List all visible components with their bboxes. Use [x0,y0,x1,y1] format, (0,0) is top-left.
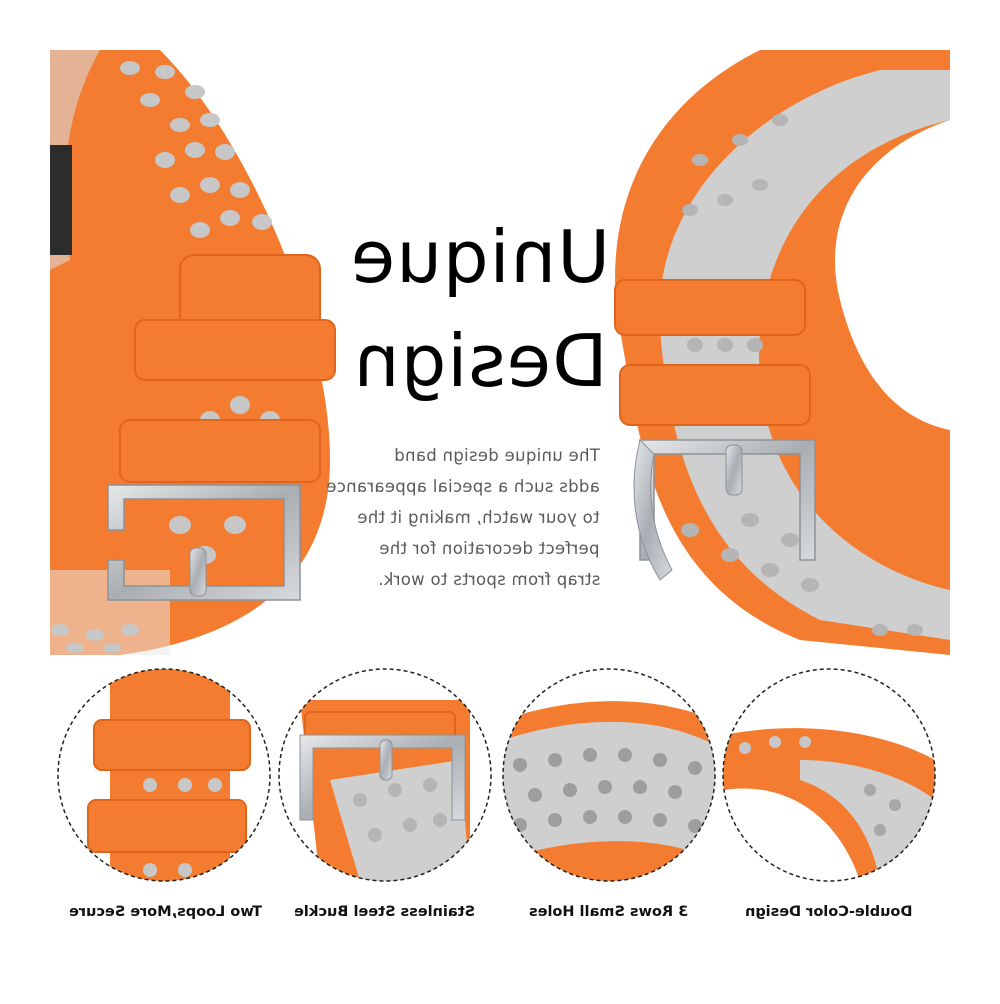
headline-line-1: Unique [350,215,610,299]
left-band [50,50,336,655]
feature-caption-small-holes: 3 Rows Small Holes [529,904,689,920]
description-line: strap from sports to work. [377,570,600,589]
feature-caption-steel-buckle: Stainless Steel Buckle [294,904,476,920]
feature-caption-double-color: Double-Color Design [745,904,913,920]
description: The unique design band adds such a speci… [300,440,600,595]
feature-caption-two-loops: Two Loops,More Secure [68,904,262,920]
detail-steel-buckle [278,668,492,882]
description-line: The unique design band [394,446,600,465]
detail-double-color [722,668,936,882]
detail-two-loops [57,668,271,882]
right-band [614,50,950,655]
description-line: to your watch, making it the [357,508,600,527]
description-line: perfect decoration for the [379,539,600,558]
detail-small-holes [502,668,716,882]
headline: Unique Design [330,205,630,413]
right-band-holes [681,114,923,636]
description-line: adds such a special appearance [326,477,600,496]
headline-line-2: Design [352,319,608,403]
